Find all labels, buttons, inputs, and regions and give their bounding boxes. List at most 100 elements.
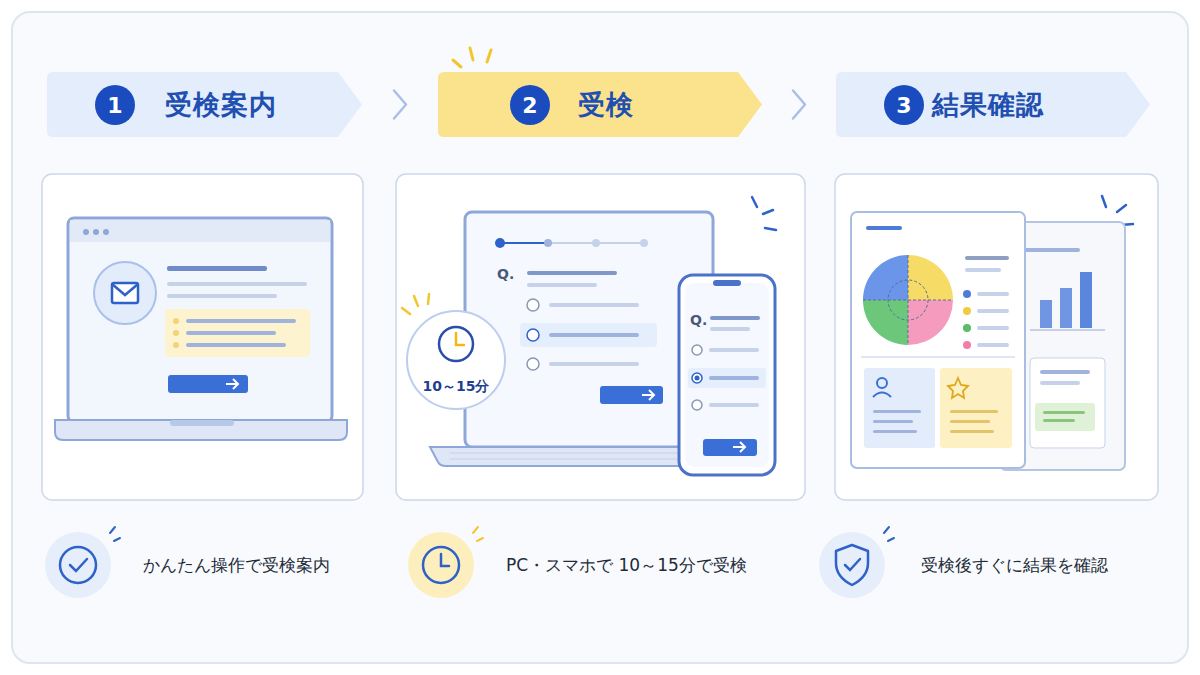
drawing-line: [1102, 196, 1106, 207]
drawing-rect: [709, 403, 759, 407]
drawing-rect: [527, 271, 617, 275]
drawing-circle: [527, 358, 539, 370]
drawing-circle: [173, 330, 179, 336]
drawing-line: [863, 300, 953, 301]
drawing-rect: [709, 348, 759, 352]
drawing-line: [763, 210, 773, 214]
drawing-rect: [679, 275, 775, 475]
drawing-rect: [42, 174, 363, 500]
drawing-rect: [873, 420, 913, 423]
drawing-rect: [1080, 272, 1092, 328]
step-title: 結果確認: [932, 87, 1044, 123]
drawing-path: [908, 300, 953, 345]
chevron-arrow: [394, 91, 406, 119]
drawing-rect: [1035, 403, 1095, 431]
drawing-circle: [93, 229, 99, 235]
drawing-line: [114, 538, 120, 541]
drawing-line: [428, 294, 429, 304]
step-number: 2: [510, 85, 550, 125]
clock-face: [439, 327, 473, 361]
step-number-text: 2: [522, 93, 537, 118]
drawing-rect: [873, 430, 917, 433]
drawing-line: [1030, 329, 1105, 331]
drawing-rect: [873, 410, 921, 413]
drawing-rect: [600, 386, 663, 404]
drawing-line: [470, 48, 473, 60]
drawing-circle: [592, 239, 600, 247]
drawing-rect: [165, 309, 310, 357]
drawing-line: [1117, 205, 1126, 212]
drawing-rect: [167, 282, 307, 286]
step-header: 受検 2: [438, 72, 762, 137]
drawing-rect: [527, 283, 597, 287]
step-number-text: 1: [107, 93, 122, 118]
drawing-circle: [963, 324, 971, 332]
drawing-circle: [495, 238, 505, 248]
drawing-path: [112, 284, 138, 295]
drawing-g: [473, 527, 483, 541]
drawing-rect: [977, 326, 1009, 330]
step-title: 受検: [578, 87, 634, 123]
step-title: 受検案内: [165, 87, 277, 123]
clock-icon: [436, 324, 476, 364]
drawing-rect: [977, 309, 1009, 313]
drawing-rect: [1043, 411, 1085, 414]
drawing-circle: [819, 532, 885, 598]
drawing-rect: [977, 292, 1009, 296]
drawing-g: [402, 294, 429, 314]
drawing-rect: [68, 218, 332, 422]
drawing-rect: [186, 319, 296, 323]
step-header: 結果確認3: [836, 72, 1150, 137]
clock-hands: [456, 333, 464, 345]
time-text: 10～15分: [408, 378, 504, 396]
drawing-rect: [549, 303, 639, 307]
drawing-rect: [186, 343, 286, 347]
drawing-path: [948, 378, 968, 398]
drawing-path: [441, 554, 449, 566]
chevron-arrow: [793, 91, 805, 119]
drawing-rect: [167, 266, 267, 271]
drawing-rect: [703, 439, 757, 456]
drawing-circle: [692, 373, 702, 383]
drawing-rect: [1040, 300, 1052, 328]
drawing-rect: [851, 212, 1025, 468]
drawing-path: [908, 255, 953, 300]
step-connector: [793, 91, 805, 119]
drawing-path: [55, 420, 347, 440]
band-outline: [836, 72, 1150, 137]
drawing-rect: [835, 174, 1158, 500]
drawing-rect: [713, 280, 741, 286]
step-connector: [394, 91, 406, 119]
drawing-path: [863, 255, 908, 300]
drawing-rect: [940, 368, 1012, 448]
step-number: 3: [884, 85, 924, 125]
time-badge: 10～15分: [406, 310, 506, 410]
drawing-rect: [710, 327, 750, 331]
drawing-circle: [692, 400, 702, 410]
step-number: 1: [95, 85, 135, 125]
drawing-rect: [167, 294, 277, 298]
band-outline: [438, 72, 762, 137]
drawing-rect: [950, 420, 990, 423]
drawing-rect: [864, 368, 935, 448]
drawing-circle: [544, 239, 552, 247]
drawing-path: [836, 545, 868, 585]
drawing-path: [226, 379, 238, 389]
question-mark: Q.: [497, 266, 514, 282]
drawing-path: [733, 442, 745, 452]
drawing-rect: [1030, 358, 1105, 448]
drawing-rect: [866, 226, 902, 230]
drawing-circle: [692, 345, 702, 355]
drawing-circle: [527, 299, 539, 311]
question-mark: Q.: [690, 312, 707, 328]
drawing-g: [453, 48, 491, 67]
drawing-path: [70, 559, 87, 571]
drawing-rect: [186, 331, 276, 335]
drawing-rect: [710, 316, 760, 320]
drawing-circle: [408, 532, 474, 598]
drawing-circle: [695, 376, 700, 381]
drawing-rect: [1040, 370, 1090, 374]
drawing-circle: [173, 318, 179, 324]
feature-text: PC・スマホで 10～15分で受検: [506, 554, 747, 577]
